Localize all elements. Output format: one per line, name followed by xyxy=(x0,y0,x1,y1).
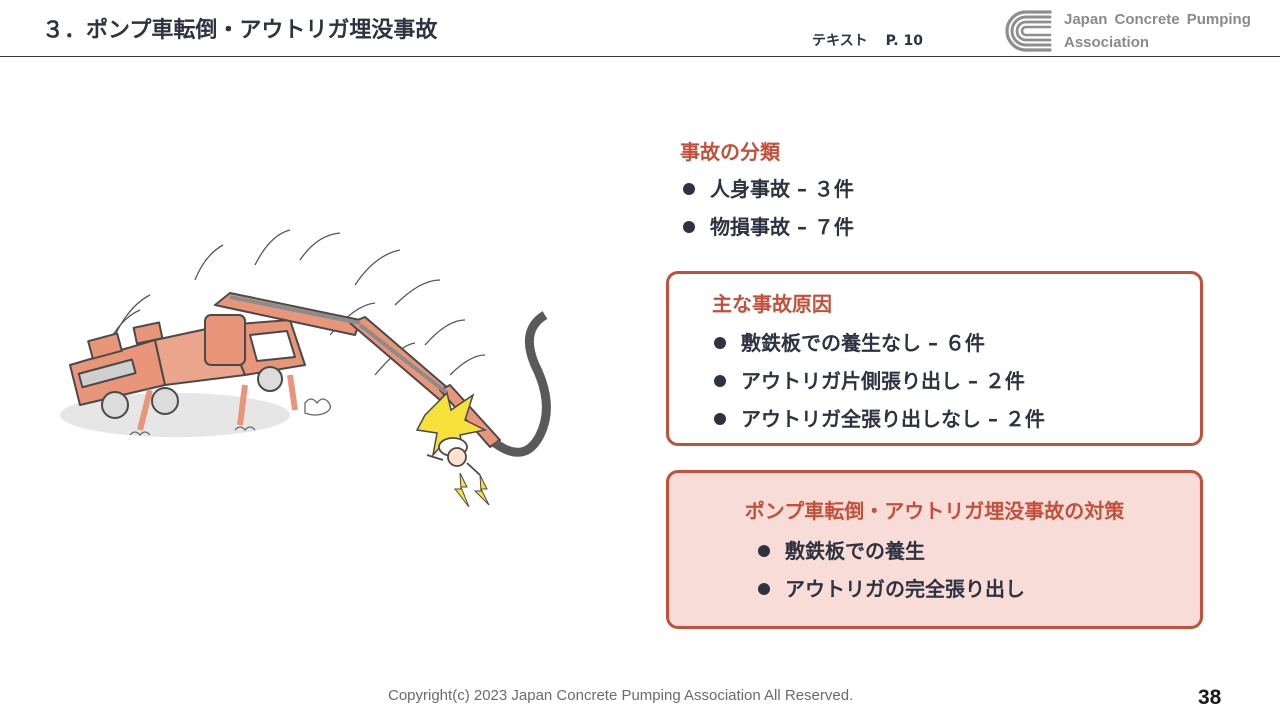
association-logo-icon xyxy=(1005,10,1052,52)
slide-title: ３．ポンプ車転倒・アウトリガ埋没事故 xyxy=(42,18,438,43)
list-item: アウトリガ片側張り出し – ２件 xyxy=(711,367,1045,395)
list-item: 物損事故 – ７件 xyxy=(680,213,854,241)
list-item: 敷鉄板での養生なし – ６件 xyxy=(711,329,1045,357)
main-causes-heading: 主な事故原因 xyxy=(712,292,832,316)
copyright-notice: Copyright(c) 2023 Japan Concrete Pumping… xyxy=(388,687,854,704)
organization-name: Japan Concrete Pumping Association xyxy=(1064,8,1251,54)
overturned-pump-truck-illustration xyxy=(60,229,562,508)
main-causes-box: 主な事故原因 敷鉄板での養生なし – ６件 アウトリガ片側張り出し – ２件 ア… xyxy=(666,271,1203,446)
main-causes-list: 敷鉄板での養生なし – ６件 アウトリガ片側張り出し – ２件 アウトリガ全張り… xyxy=(711,329,1045,443)
countermeasures-box: ポンプ車転倒・アウトリガ埋没事故の対策 敷鉄板での養生 アウトリガの完全張り出し xyxy=(666,470,1203,629)
list-item: 敷鉄板での養生 xyxy=(755,537,1025,565)
list-item: アウトリガの完全張り出し xyxy=(755,575,1025,603)
countermeasures-list: 敷鉄板での養生 アウトリガの完全張り出し xyxy=(755,537,1025,613)
text-reference-label: テキスト xyxy=(812,33,868,49)
countermeasures-heading: ポンプ車転倒・アウトリガ埋没事故の対策 xyxy=(744,499,1125,523)
list-item: アウトリガ全張り出しなし – ２件 xyxy=(711,405,1045,433)
header-divider xyxy=(0,56,1280,57)
text-reference-page: P. 10 xyxy=(885,33,923,49)
accident-classification-section: 事故の分類 人身事故 – ３件 物損事故 – ７件 xyxy=(680,138,854,251)
text-reference: テキスト P. 10 xyxy=(812,30,923,50)
organization-name-line2: Association xyxy=(1064,34,1150,51)
page-number: 38 xyxy=(1198,686,1222,709)
accident-classification-heading: 事故の分類 xyxy=(680,140,780,164)
accident-classification-list: 人身事故 – ３件 物損事故 – ７件 xyxy=(680,175,854,241)
list-item: 人身事故 – ３件 xyxy=(680,175,854,203)
organization-name-line1: Japan Concrete Pumping xyxy=(1064,11,1251,28)
